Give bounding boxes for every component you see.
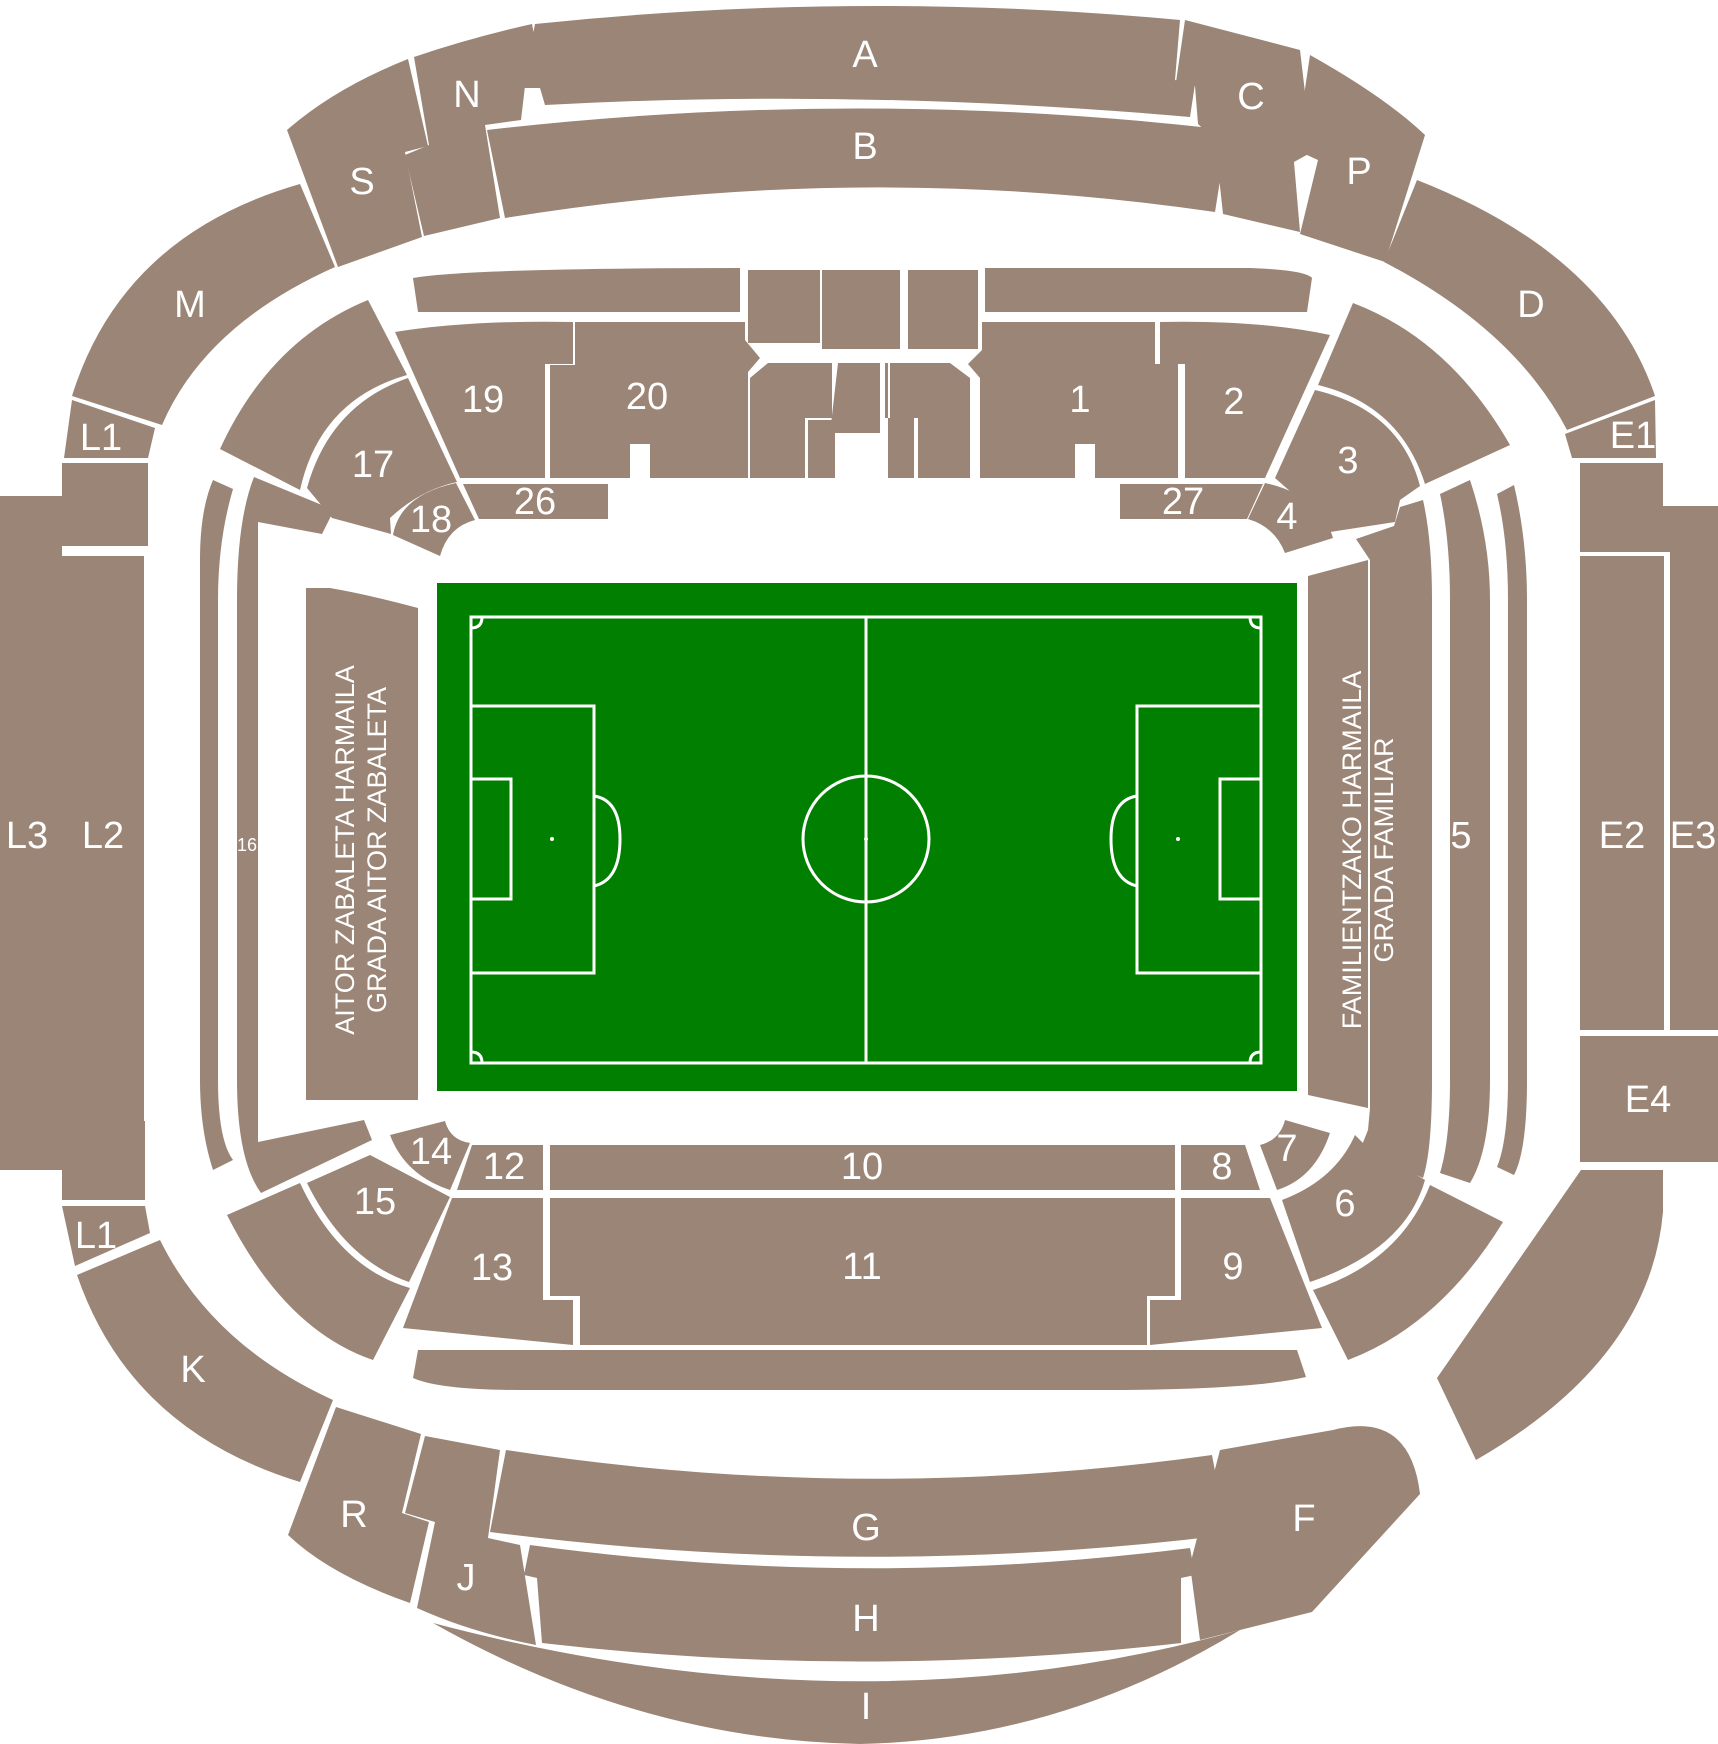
section-corner-bottom-right[interactable] xyxy=(1313,1185,1503,1360)
section-l1-bottom[interactable] xyxy=(62,1206,150,1266)
section-17[interactable] xyxy=(307,378,457,534)
section-f[interactable] xyxy=(1190,1170,1663,1640)
section-corner-bottom-left[interactable] xyxy=(227,1183,410,1360)
section-d[interactable] xyxy=(1384,180,1655,430)
section-19[interactable] xyxy=(395,321,573,478)
section-5-outermost[interactable] xyxy=(1497,485,1527,1175)
section-s[interactable] xyxy=(287,59,428,267)
penalty-spot-right xyxy=(1176,837,1180,841)
section-e1[interactable] xyxy=(1565,400,1656,458)
penalty-arc-right xyxy=(1109,794,1138,888)
section-l3[interactable] xyxy=(0,496,144,1170)
section-i[interactable] xyxy=(433,1623,1240,1744)
section-2[interactable] xyxy=(1160,321,1330,478)
corner-arc-br xyxy=(1248,1050,1262,1064)
section-14[interactable] xyxy=(390,1121,470,1190)
section-26[interactable] xyxy=(463,484,608,519)
section-m[interactable] xyxy=(72,184,335,425)
section-9[interactable] xyxy=(1150,1198,1322,1345)
section-16[interactable] xyxy=(237,477,372,1193)
section-k[interactable] xyxy=(77,1240,333,1482)
corner-arc-bl xyxy=(470,1050,484,1064)
corner-arc-tr xyxy=(1248,616,1262,630)
section-4[interactable] xyxy=(1248,483,1333,553)
goal-area-left xyxy=(469,777,513,901)
section-n[interactable] xyxy=(405,24,543,236)
penalty-arc-left xyxy=(593,794,622,888)
section-top-middle-left[interactable] xyxy=(750,363,832,478)
section-top-box-1[interactable] xyxy=(748,270,820,343)
section-1[interactable] xyxy=(968,322,1178,478)
section-east-stand[interactable] xyxy=(1308,560,1368,1108)
section-18[interactable] xyxy=(393,483,475,556)
goal-area-right xyxy=(1218,777,1263,901)
section-15[interactable] xyxy=(307,1155,450,1282)
section-top-middle-center[interactable] xyxy=(808,363,914,478)
section-west-stand[interactable] xyxy=(306,588,418,1100)
section-top-middle-right[interactable] xyxy=(890,363,970,478)
section-top-strip-left[interactable] xyxy=(413,268,740,312)
section-top-box-3[interactable] xyxy=(908,270,978,349)
section-h[interactable] xyxy=(524,1545,1195,1662)
section-7[interactable] xyxy=(1260,1120,1330,1190)
section-c[interactable] xyxy=(1176,20,1312,232)
centre-circle xyxy=(801,774,931,904)
section-12[interactable] xyxy=(457,1145,543,1190)
pitch xyxy=(437,583,1297,1091)
section-e4[interactable] xyxy=(1580,1036,1718,1162)
section-corner-top-left[interactable] xyxy=(220,300,407,490)
corner-arc-tl xyxy=(470,616,484,630)
section-e2[interactable] xyxy=(1580,556,1664,1030)
section-p[interactable] xyxy=(1296,55,1425,262)
section-j[interactable] xyxy=(405,1436,536,1645)
section-top-box-2[interactable] xyxy=(822,270,900,349)
centre-spot xyxy=(864,837,868,841)
section-6[interactable] xyxy=(1282,1135,1425,1282)
section-11[interactable] xyxy=(550,1198,1175,1345)
section-r[interactable] xyxy=(288,1407,429,1603)
section-5-outer[interactable] xyxy=(1440,480,1490,1183)
section-3[interactable] xyxy=(1275,390,1420,532)
section-13[interactable] xyxy=(403,1198,573,1345)
section-5[interactable] xyxy=(1356,500,1432,1178)
section-g[interactable] xyxy=(490,1450,1227,1557)
section-b[interactable] xyxy=(487,108,1228,219)
section-8[interactable] xyxy=(1181,1145,1260,1190)
section-27[interactable] xyxy=(1120,484,1263,519)
section-bottom-strip[interactable] xyxy=(413,1350,1306,1390)
section-e3[interactable] xyxy=(1580,463,1718,1030)
section-l2-inner[interactable] xyxy=(62,556,144,1120)
section-l2[interactable] xyxy=(58,463,148,1200)
section-16-outer[interactable] xyxy=(200,480,233,1170)
section-20[interactable] xyxy=(550,322,760,478)
section-a[interactable] xyxy=(523,5,1195,117)
section-corner-top-right[interactable] xyxy=(1318,303,1510,484)
section-l1-top[interactable] xyxy=(64,400,155,458)
section-top-strip-right[interactable] xyxy=(985,268,1312,312)
section-10[interactable] xyxy=(550,1145,1175,1190)
penalty-spot-left xyxy=(550,837,554,841)
